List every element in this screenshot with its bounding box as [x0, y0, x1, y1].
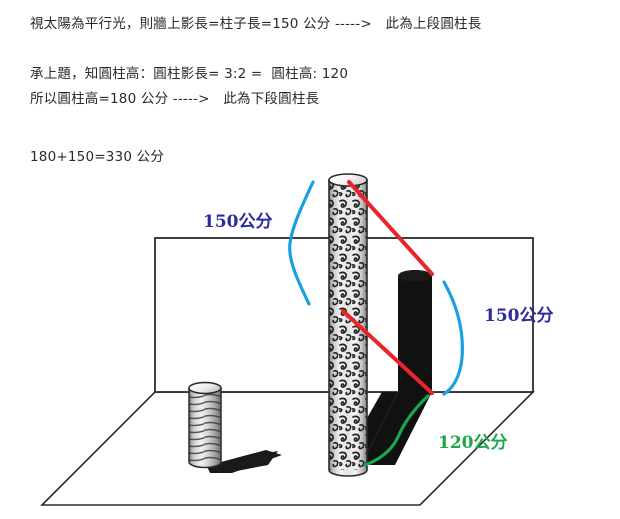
solution-line-3: 所以圓柱高=180 公分 -----> 此為下段圓柱長	[30, 91, 320, 107]
solution-line-1: 視太陽為平行光，則牆上影長=柱子長=150 公分 -----> 此為上段圓柱長	[30, 16, 482, 32]
brace-upper-150	[288, 180, 315, 306]
solution-line-2: 承上題，知圓柱高：圓柱影長= 3:2 = 圓柱高: 120	[30, 66, 349, 82]
small-cylinder	[188, 381, 222, 469]
sun-ray-group	[341, 180, 434, 395]
label-lower-150: 150公分	[484, 306, 554, 326]
brace-ground-120	[363, 394, 430, 467]
sun-ray-upper	[347, 180, 434, 276]
label-upper-150: 150公分	[203, 212, 273, 232]
solution-line-4: 180+150=330 公分	[30, 149, 165, 165]
label-ground-120: 120公分	[438, 433, 508, 453]
brace-lower-150	[442, 280, 464, 396]
sun-ray-lower	[341, 309, 434, 395]
small-cylinder-shadow	[205, 450, 282, 473]
tall-patterned-cylinder	[328, 173, 368, 477]
shadow-geometry-diagram: 150公分 150公分 120公分	[0, 165, 620, 519]
